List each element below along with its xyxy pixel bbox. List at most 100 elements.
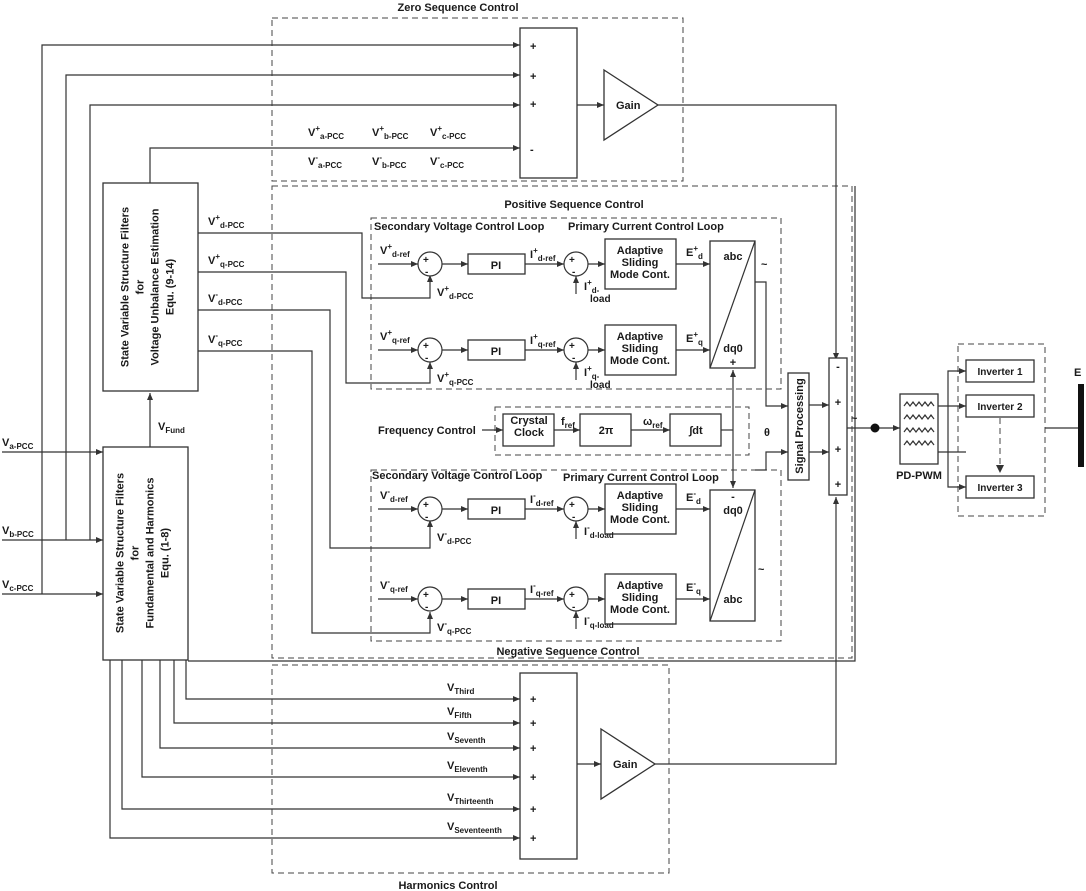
pwm-to-inv3 [947, 406, 966, 490]
negative-q-sum2-minus: - [572, 602, 575, 613]
positive-primary-loop-title: Primary Current Control Loop [568, 221, 724, 233]
positive-q-vref: V+q-ref [380, 328, 410, 345]
positive-q-iload-cont: load [590, 380, 611, 391]
vc-rail [89, 102, 520, 540]
ac-bus-bar [1078, 384, 1084, 467]
zero-sequence-control-region [271, 17, 684, 182]
va-rail [41, 42, 520, 594]
zero-vminus-2: V-c-PCC [430, 153, 464, 170]
pwm-carrier-0 [903, 401, 935, 407]
frequency-control-region [494, 406, 750, 456]
negative-d-vfb: V-d-PCC [437, 529, 472, 546]
positive-sequence-title: Positive Sequence Control [504, 199, 643, 211]
positive-q-sum2-minus: - [572, 353, 575, 364]
integrator-block [669, 413, 722, 447]
negative-d-iload: I-d-load [584, 523, 614, 540]
zero-vminus-1: V-b-PCC [372, 153, 407, 170]
output-tilde: ~ [851, 413, 858, 425]
pd-pwm-label: PD-PWM [896, 470, 942, 482]
input-v-b-PCC: Vb-PCC [2, 525, 34, 539]
positive-d-iref: I+d-ref [530, 246, 556, 263]
two-pi-label: 2π [599, 425, 614, 437]
vdpcc-minus-feedback [198, 309, 433, 549]
harmonic-sign-0: + [530, 694, 536, 706]
positive-q-sum1-minus: - [425, 353, 428, 364]
positive-q-pi-block [467, 339, 526, 361]
omega-ref-label: ωref [643, 416, 663, 430]
harmonic-sign-4: + [530, 804, 536, 816]
inverter-block-3 [965, 475, 1035, 499]
positive-q-sum1-plus: + [423, 341, 429, 352]
unbalance-output-1: V+q-PCC [208, 252, 245, 269]
inverter-group-region [957, 343, 1046, 517]
harmonics-summing-block [519, 672, 578, 860]
vqpcc-minus-feedback [198, 350, 433, 634]
positive-d-e: E+d [686, 244, 703, 261]
unbalance-output-0: V+d-PCC [208, 213, 245, 230]
input-v-c-PCC: Vc-PCC [2, 579, 34, 593]
inverter-block-1 [965, 359, 1035, 383]
signal-processing-label: Signal Processing [794, 378, 806, 473]
positive-q-vfb: V+q-PCC [437, 370, 474, 387]
zero-sum-sign-1: + [530, 71, 536, 83]
positive-transform-bottom: dq0 [723, 343, 743, 355]
harmonic-wire-seventeenth [109, 660, 520, 841]
vb-rail [65, 72, 520, 540]
pwm-carrier-1 [903, 414, 935, 420]
negative-q-current-sum [563, 586, 589, 612]
harmonic-wire-eleventh [141, 660, 520, 780]
crystal-clock-block [502, 413, 555, 447]
harmonic-label-thirteenth: VThirteenth [447, 792, 494, 806]
positive-q-smc-block [604, 324, 677, 376]
positive-q-iref: I+q-ref [530, 332, 556, 349]
negative-loop-region [370, 469, 782, 642]
pos-neg-boundary-return [188, 186, 856, 662]
positive-q-sum2-plus: + [569, 341, 575, 352]
negative-q-iref: I-q-ref [530, 581, 554, 598]
zero-gain-output [658, 104, 839, 360]
negative-transform-bottom: abc [724, 594, 743, 606]
zero-sum-sign-3: - [530, 144, 534, 156]
pwm-carrier-3 [903, 440, 935, 446]
vdpcc-plus-feedback [198, 232, 433, 299]
positive-q-e: E+q [686, 330, 703, 347]
inverter-label-2: Inverter 2 [977, 402, 1022, 413]
unbalance-output-3: V-q-PCC [208, 331, 243, 348]
negative-d-vref: V-d-ref [380, 487, 408, 504]
negative-q-smc-block [604, 573, 677, 625]
unbalance-to-zero-sum [149, 145, 520, 183]
pwm-to-inv1 [938, 368, 966, 407]
positive-transform-top: abc [724, 251, 743, 263]
positive-d-sum1-plus: + [423, 255, 429, 266]
vqpcc-plus-feedback [198, 271, 433, 384]
positive-d-smc-block [604, 238, 677, 290]
negative-q-voltage-sum [417, 586, 443, 612]
negative-q-sum2-plus: + [569, 590, 575, 601]
final-sum-sign-0: - [836, 361, 840, 373]
zero-gain-block [603, 68, 660, 142]
integrator-label: ∫dt [688, 425, 703, 437]
positive-d-sum2-plus: + [569, 255, 575, 266]
negative-q-vfb: V-q-PCC [437, 619, 472, 636]
negative-q-pi-label: PI [491, 595, 501, 607]
harmonics-gain-block [600, 727, 657, 801]
negative-d-iref: I-d-ref [530, 491, 554, 508]
negative-sequence-title: Negative Sequence Control [496, 646, 639, 658]
positive-d-sum1-minus: - [425, 267, 428, 278]
inverter-block-2 [965, 394, 1035, 418]
negative-d-sum2-minus: - [572, 512, 575, 523]
harmonic-sign-2: + [530, 743, 536, 755]
harmonic-sign-3: + [530, 772, 536, 784]
positive-secondary-loop-title: Secondary Voltage Control Loop [374, 221, 545, 233]
final-sum-sign-3: + [835, 479, 841, 491]
negative-q-pi-block [467, 588, 526, 610]
negative-secondary-loop-title: Secondary Voltage Control Loop [372, 470, 543, 482]
harmonic-sign-1: + [530, 718, 536, 730]
positive-q-iload: I+q- [584, 364, 600, 381]
inverter-ellipsis-arrow [996, 465, 1004, 473]
negative-d-sum1-plus: + [423, 500, 429, 511]
